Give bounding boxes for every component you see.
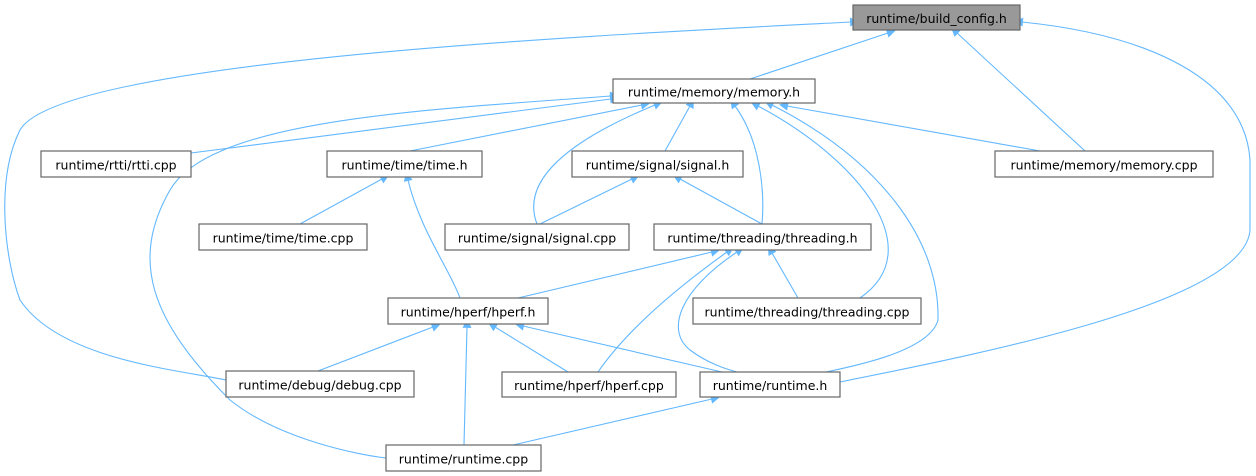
node-box [653, 223, 872, 251]
node-box [994, 150, 1214, 178]
edge-signal-cpp-includes-memory-h [533, 101, 663, 225]
node-label: runtime/debug/debug.cpp [238, 378, 401, 393]
node-threading-h[interactable]: runtime/threading/threading.h [653, 223, 872, 251]
node-label: runtime/hperf/hperf.h [401, 305, 536, 320]
node-debug-cpp[interactable]: runtime/debug/debug.cpp [225, 370, 415, 398]
edge-debug-cpp-includes-hperf-h [317, 323, 441, 372]
edge-runtime-cpp-includes-hperf-h [462, 318, 472, 446]
edge-memory-h-includes-build-config-h [749, 29, 896, 80]
edge-runtime-cpp-includes-runtime-h [512, 394, 720, 446]
edge-signal-h-includes-memory-h [664, 98, 694, 152]
node-label: runtime/time/time.cpp [213, 231, 354, 246]
node-memory-cpp[interactable]: runtime/memory/memory.cpp [994, 150, 1214, 178]
node-box [501, 371, 677, 398]
edge-hperf-h-includes-threading-h [517, 247, 720, 299]
node-label: runtime/memory/memory.cpp [1010, 158, 1197, 173]
node-label: runtime/signal/signal.cpp [458, 231, 616, 246]
edge-runtime-cpp-includes-memory-h [149, 91, 620, 459]
edge-hperf-cpp-includes-threading-h [597, 247, 734, 373]
edge-signal-cpp-includes-signal-h [539, 175, 640, 225]
node-time-cpp[interactable]: runtime/time/time.cpp [198, 223, 368, 251]
node-box [444, 223, 630, 251]
node-label: runtime/rtti/rtti.cpp [55, 158, 176, 173]
edge-threading-h-includes-memory-h [730, 99, 764, 225]
node-label: runtime/threading/threading.h [667, 231, 857, 246]
node-label: runtime/build_config.h [866, 11, 1007, 26]
node-box [612, 78, 816, 104]
node-box [699, 371, 841, 398]
edge-runtime-h-includes-memory-h [764, 101, 939, 373]
node-label: runtime/time/time.h [341, 158, 467, 173]
node-build-config-h[interactable]: runtime/build_config.h [852, 4, 1021, 31]
node-label: runtime/threading/threading.cpp [705, 305, 910, 320]
node-label: runtime/hperf/hperf.cpp [514, 378, 664, 393]
edge-hperf-h-includes-time-h [403, 172, 461, 299]
edge-time-h-includes-memory-h [409, 100, 650, 152]
edge-threading-cpp-includes-memory-h [750, 102, 889, 299]
node-rtti-cpp[interactable]: runtime/rtti/rtti.cpp [40, 150, 192, 178]
node-box [692, 297, 922, 325]
node-time-h[interactable]: runtime/time/time.h [326, 150, 483, 178]
node-signal-h[interactable]: runtime/signal/signal.h [571, 150, 744, 178]
edge-runtime-h-includes-build-config-h [839, 17, 1251, 383]
node-box [326, 150, 483, 178]
edge-threading-cpp-includes-threading-h [767, 245, 799, 299]
edge-memory-cpp-includes-build-config-h [951, 27, 1086, 152]
edge-memory-cpp-includes-memory-h [779, 101, 1041, 152]
node-label: runtime/signal/signal.h [586, 158, 730, 173]
node-box [198, 223, 368, 251]
edge-time-cpp-includes-time-h [299, 175, 390, 225]
node-box [40, 150, 192, 178]
node-box [225, 370, 415, 398]
node-label: runtime/runtime.h [713, 378, 828, 393]
node-label: runtime/runtime.cpp [399, 452, 528, 467]
node-threading-cpp[interactable]: runtime/threading/threading.cpp [692, 297, 922, 325]
edge-threading-h-includes-signal-h [672, 175, 763, 225]
edge-runtime-h-includes-hperf-h [515, 321, 723, 373]
edge-debug-cpp-includes-build-config-h [4, 17, 860, 381]
node-runtime-cpp[interactable]: runtime/runtime.cpp [385, 444, 542, 472]
edge-runtime-h-includes-threading-h [677, 247, 744, 373]
node-box [387, 297, 549, 325]
node-label: runtime/memory/memory.h [628, 85, 800, 100]
edge-rtti-cpp-includes-memory-h [190, 94, 620, 154]
edge-hperf-cpp-includes-hperf-h [488, 322, 569, 373]
node-memory-h[interactable]: runtime/memory/memory.h [612, 78, 816, 104]
node-hperf-h[interactable]: runtime/hperf/hperf.h [387, 297, 549, 325]
node-runtime-h[interactable]: runtime/runtime.h [699, 371, 841, 398]
node-box [852, 4, 1021, 31]
node-box [571, 150, 744, 178]
node-signal-cpp[interactable]: runtime/signal/signal.cpp [444, 223, 630, 251]
node-box [385, 444, 542, 472]
node-hperf-cpp[interactable]: runtime/hperf/hperf.cpp [501, 371, 677, 398]
